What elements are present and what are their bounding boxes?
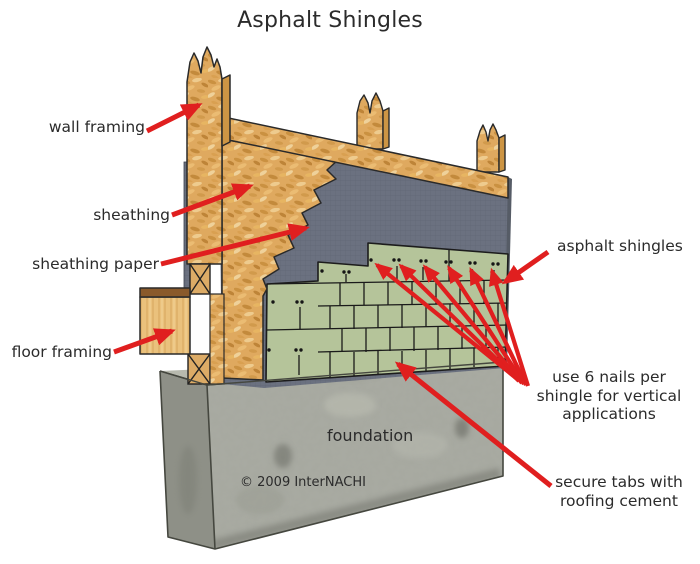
arrow-sheathing	[171, 183, 254, 218]
wall-stud-left	[186, 46, 231, 265]
cross-bracing	[187, 263, 211, 385]
wall-stud-middle	[356, 92, 390, 150]
wall-assembly	[139, 46, 512, 388]
arrow-floor-framing	[113, 328, 176, 355]
annotation-arrows	[113, 102, 553, 488]
arrow-asphalt-shingles	[501, 249, 550, 285]
sheathing-edge-column	[209, 293, 225, 385]
shingle-nails	[267, 258, 500, 352]
label-sheathing: sheathing	[93, 206, 170, 224]
label-foundation: foundation	[327, 426, 414, 445]
wall-stud-right	[476, 123, 506, 173]
label-nails-note: use 6 nails per shingle for vertical app…	[536, 368, 682, 424]
label-asphalt-shingles: asphalt shingles	[557, 237, 683, 255]
arrow-secure-tabs	[394, 361, 553, 488]
label-secure-tabs: secure tabs with roofing cement	[555, 473, 683, 510]
copyright-notice: © 2009 InterNACHI	[240, 475, 366, 490]
arrow-sheathing-paper	[160, 223, 310, 267]
diagram-title: Asphalt Shingles	[237, 8, 423, 33]
label-floor-framing: floor framing	[11, 343, 112, 361]
label-wall-framing: wall framing	[48, 118, 145, 136]
label-sheathing-paper: sheathing paper	[32, 255, 159, 273]
arrow-fan-six-nails	[374, 262, 531, 387]
floor-framing	[139, 287, 191, 355]
arrow-wall-framing	[145, 102, 203, 134]
